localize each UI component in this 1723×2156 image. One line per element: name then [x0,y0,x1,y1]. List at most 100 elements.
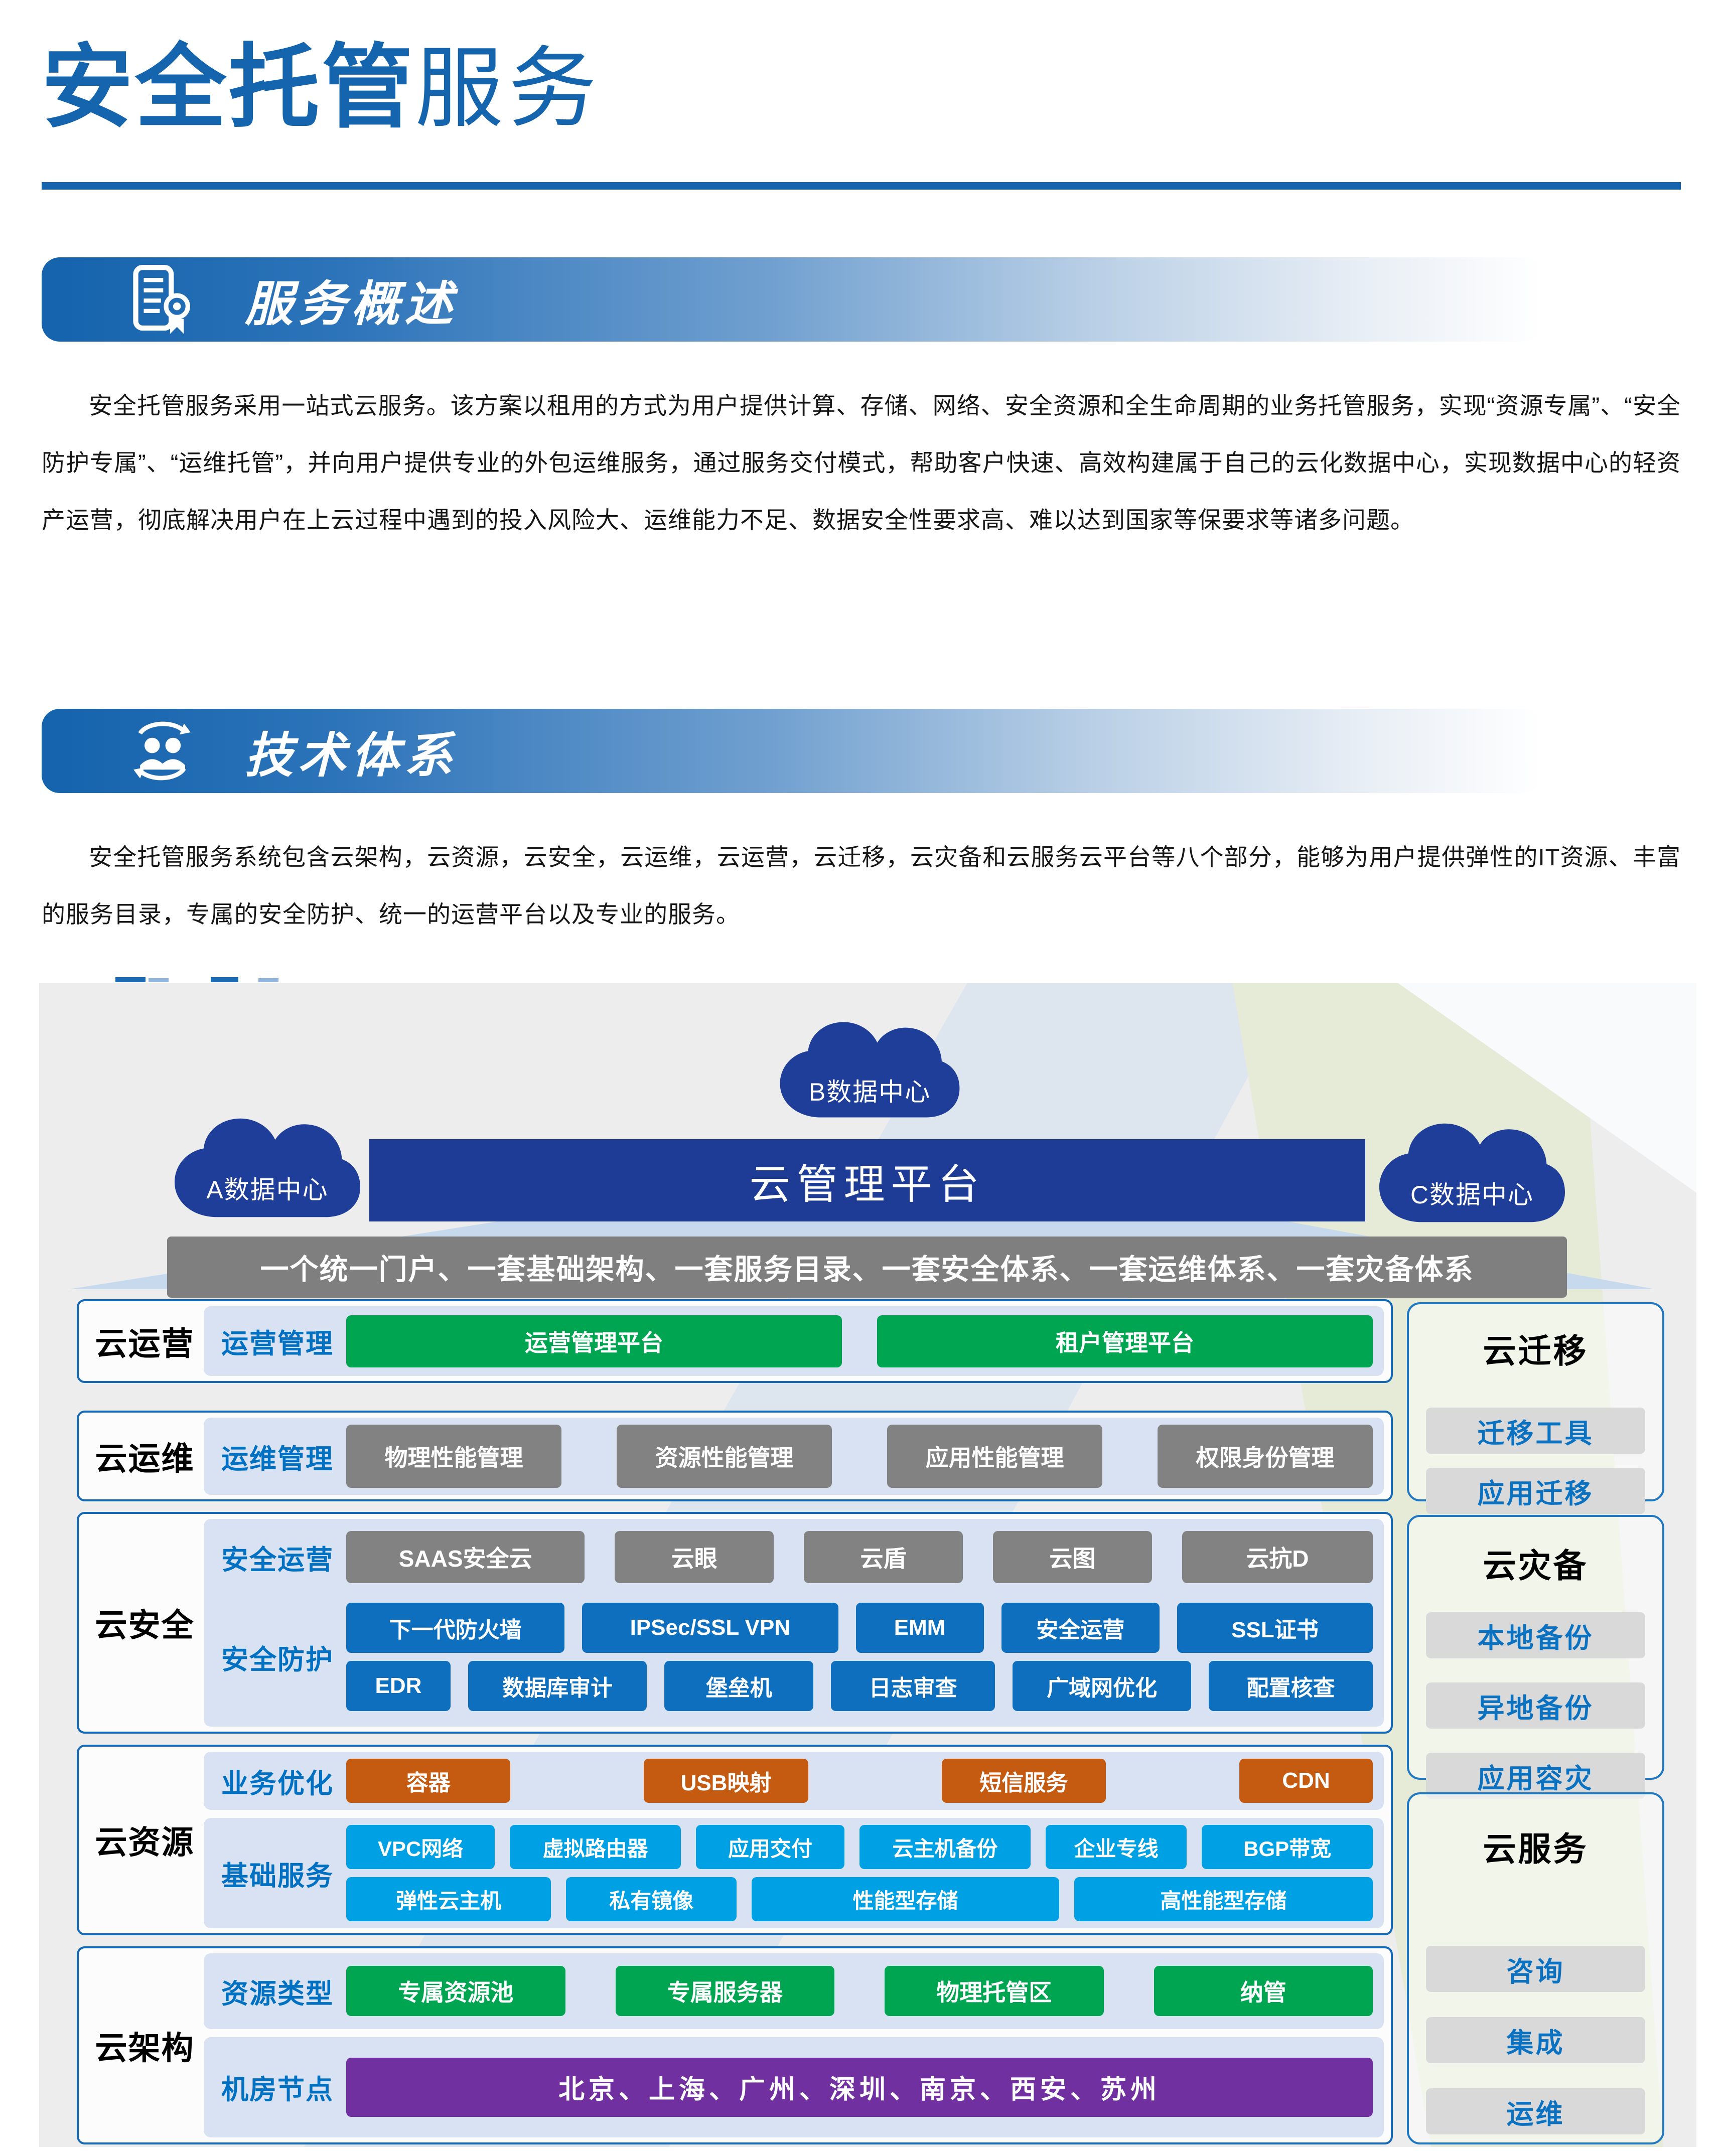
tech-paragraph: 安全托管服务系统包含云架构，云资源，云安全，云运维，云运营，云迁移，云灾备和云服… [42,844,1681,928]
matrix-item: 应用交付 [695,1825,845,1869]
matrix-row-label: 云架构 [95,2030,195,2066]
matrix-button-row: 运营管理平台租户管理平台 [346,1315,1373,1367]
matrix-panel: 运营管理运营管理平台租户管理平台 [204,1306,1384,1376]
clipped-text-fragment [149,978,169,982]
side-panel-title: 云服务 [1483,1830,1589,1868]
matrix-item: 广域网优化 [1012,1661,1192,1712]
matrix-item: 数据库审计 [468,1661,647,1712]
section-banner-overview: 服务概述 [42,257,1542,342]
matrix-item: SSL证书 [1177,1603,1373,1653]
matrix-group-label: 机房节点 [221,2075,334,2105]
matrix-row-label: 云运营 [95,1325,195,1362]
matrix-item: BGP带宽 [1202,1825,1373,1869]
matrix-item: EDR [346,1661,451,1712]
matrix-item: 配置核查 [1209,1661,1373,1712]
section-banner-tech: 技术体系 [42,709,1542,793]
side-panel: 云灾备本地备份异地备份应用容灾 [1407,1515,1664,1799]
matrix-item: 性能型存储 [752,1877,1059,1921]
side-panel-items: 本地备份异地备份应用容灾 [1426,1612,1645,1799]
matrix-item: 云眼 [615,1531,774,1584]
matrix-item: IPSec/SSL VPN [582,1603,838,1653]
matrix-group: 运维管理物理性能管理资源性能管理应用性能管理权限身份管理 [215,1425,1373,1488]
matrix-item: 云图 [992,1531,1152,1584]
matrix-item: 云盾 [804,1531,963,1584]
page-title: 安全托管服务 [42,31,602,145]
matrix-row-label: 云运维 [95,1440,195,1477]
matrix-item: 堡垒机 [664,1661,814,1712]
side-panel-item: 应用容灾 [1426,1753,1645,1799]
side-panel: 云服务咨询集成运维 [1407,1792,1664,2144]
matrix-panel: 机房节点北京、上海、广州、深圳、南京、西安、苏州 [204,2037,1384,2137]
matrix-item: 专属服务器 [615,1966,834,2017]
matrix-button-row: 专属资源池专属服务器物理托管区纳管 [346,1966,1373,2017]
clipped-text-fragment [115,977,146,982]
matrix-item: VPC网络 [346,1825,495,1869]
matrix-item: SAAS安全云 [346,1531,585,1584]
title-underline [42,182,1681,190]
side-panel-items: 迁移工具应用迁移 [1426,1408,1645,1514]
matrix-button-rows: 物理性能管理资源性能管理应用性能管理权限身份管理 [346,1425,1373,1488]
matrix-item: 运营管理平台 [346,1315,842,1367]
matrix-item: 私有镜像 [566,1877,737,1921]
matrix-group: 安全防护下一代防火墙 IPSec/SSL VPN EMM 安全运营 SSL证书 EDR 数据… [215,1595,1373,1720]
matrix-group-label: 基础服务 [221,1861,334,1891]
side-panel-item: 迁移工具 [1426,1408,1645,1454]
matrix-row: 云运维运维管理物理性能管理资源性能管理应用性能管理权限身份管理 [77,1411,1393,1501]
matrix-item: 安全运营 [1001,1603,1160,1653]
page-title-bold: 安全托管 [42,36,415,139]
matrix-item: 物理托管区 [885,1966,1104,2017]
side-panel-item: 咨询 [1426,1946,1645,1992]
matrix-item: 北京、上海、广州、深圳、南京、西安、苏州 [346,2057,1373,2117]
matrix-button-row: 弹性云主机私有镜像性能型存储高性能型存储 [346,1877,1373,1921]
matrix-row: 云运营运营管理运营管理平台租户管理平台 [77,1299,1393,1383]
matrix-group-label: 业务优化 [221,1768,334,1799]
overview-paragraph: 安全托管服务采用一站式云服务。该方案以租用的方式为用户提供计算、存储、网络、安全… [42,392,1681,533]
side-panel-title: 云灾备 [1483,1547,1589,1584]
matrix-row: 云架构资源类型专属资源池专属服务器物理托管区纳管机房节点北京、上海、广州、深圳、… [77,1946,1393,2144]
matrix-group-label: 运营管理 [221,1329,334,1359]
matrix-button-rows: SAAS安全云云眼云盾云图云抗D [346,1531,1373,1584]
matrix-item: 云主机备份 [859,1825,1031,1869]
matrix-row-panels: 运营管理运营管理平台租户管理平台 [204,1306,1384,1376]
matrix-row-label: 云资源 [95,1824,195,1861]
matrix-item: EMM [855,1603,984,1653]
matrix-item: 日志审查 [831,1661,995,1712]
cloud-management-platform-bar: 云管理平台 [369,1139,1365,1221]
matrix-item: 物理性能管理 [346,1425,561,1488]
matrix-group: 机房节点北京、上海、广州、深圳、南京、西安、苏州 [215,2044,1373,2130]
matrix-rows: 云运营运营管理运营管理平台租户管理平台云运维运维管理物理性能管理资源性能管理应用… [77,1299,1393,2144]
unified-portal-bar: 一个统一门户、一套基础架构、一套服务目录、一套安全体系、一套运维体系、一套灾备体… [167,1237,1567,1298]
matrix-item: 下一代防火墙 [346,1603,565,1653]
side-panel: 云迁移迁移工具应用迁移 [1407,1302,1664,1514]
cloud-datacenter-a: A数据中心 [167,1115,368,1221]
matrix-item: 资源性能管理 [617,1425,832,1488]
matrix-group: 安全运营 SAAS安全云云眼云盾云图云抗D [215,1526,1373,1589]
matrix-button-rows: 专属资源池专属服务器物理托管区纳管 [346,1966,1373,2017]
matrix-group-label: 安全运营 [221,1545,334,1575]
matrix-item: CDN [1239,1759,1373,1803]
matrix-item: USB映射 [644,1759,808,1803]
people-sync-icon [124,713,200,789]
matrix-group: 资源类型专属资源池专属服务器物理托管区纳管 [215,1960,1373,2022]
matrix-item: 权限身份管理 [1158,1425,1373,1488]
matrix-group-label: 资源类型 [221,1978,334,2009]
matrix-button-row: SAAS安全云云眼云盾云图云抗D [346,1531,1373,1584]
side-panel-item: 运维 [1426,2088,1645,2134]
matrix-group: 运营管理运营管理平台租户管理平台 [215,1313,1373,1369]
matrix-panel: 安全运营 SAAS安全云云眼云盾云图云抗D 安全防护下一代防火墙 IPSec/SSL … [204,1519,1384,1727]
matrix-button-row: 物理性能管理资源性能管理应用性能管理权限身份管理 [346,1425,1373,1488]
side-panel-item: 本地备份 [1426,1612,1645,1658]
matrix-group-label: 安全防护 [221,1644,334,1675]
matrix-item: 企业专线 [1045,1825,1187,1869]
architecture-diagram: A数据中心 B数据中心 C数据中心 云管理平台 一个统一门户、一套基础架构、一套… [39,983,1696,2147]
matrix-item: 弹性云主机 [346,1877,551,1921]
matrix-row-panels: 资源类型专属资源池专属服务器物理托管区纳管机房节点北京、上海、广州、深圳、南京、… [204,1953,1384,2137]
